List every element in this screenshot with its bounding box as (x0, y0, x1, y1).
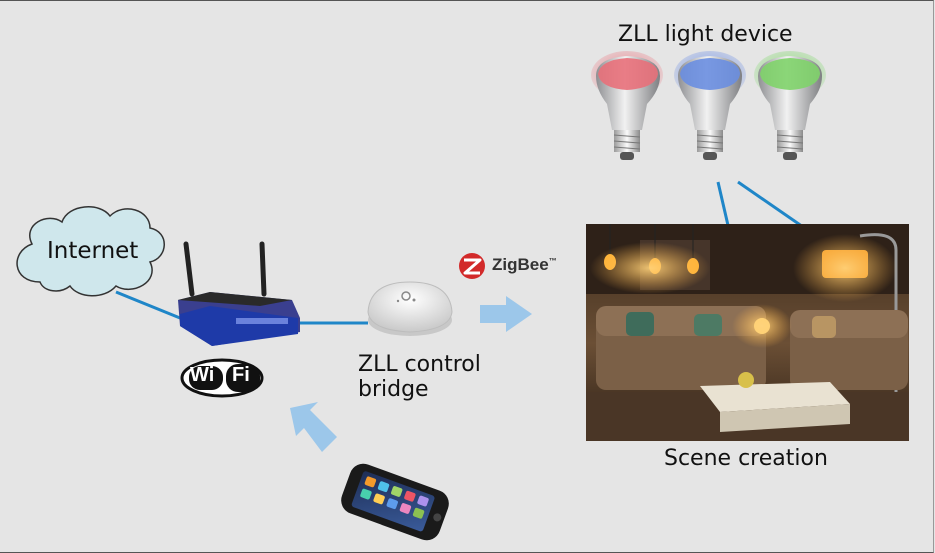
scene-caption: Scene creation (664, 446, 828, 471)
phone-to-router-arrow (290, 402, 337, 452)
bulb-green (754, 51, 826, 160)
internet-label: Internet (47, 238, 139, 264)
living-room-scene-image (586, 224, 909, 441)
bulbs-title: ZLL light device (618, 22, 793, 47)
internet-cloud (16, 206, 165, 297)
wifi-router (178, 241, 300, 346)
bridge-label-line-1: ZLL control (358, 352, 481, 377)
smartphone (341, 463, 449, 541)
zll-control-bridge (367, 281, 453, 336)
wifi-logo (180, 358, 264, 398)
bridge-to-scene-arrow (480, 296, 532, 332)
bulb-red (591, 51, 663, 160)
zigbee-text: ZigBee (492, 255, 549, 274)
wifi-text-wi: Wi (190, 364, 215, 386)
zigbee-logo-mark (459, 253, 485, 279)
zigbee-trademark: ™ (548, 256, 557, 266)
wifi-text-fi: Fi (232, 364, 250, 386)
bulb-blue (674, 51, 746, 160)
zigbee-wordmark: ZigBee™ (492, 255, 557, 275)
cloud-router-link (115, 290, 181, 320)
bridge-label-line-2: bridge (358, 377, 429, 402)
